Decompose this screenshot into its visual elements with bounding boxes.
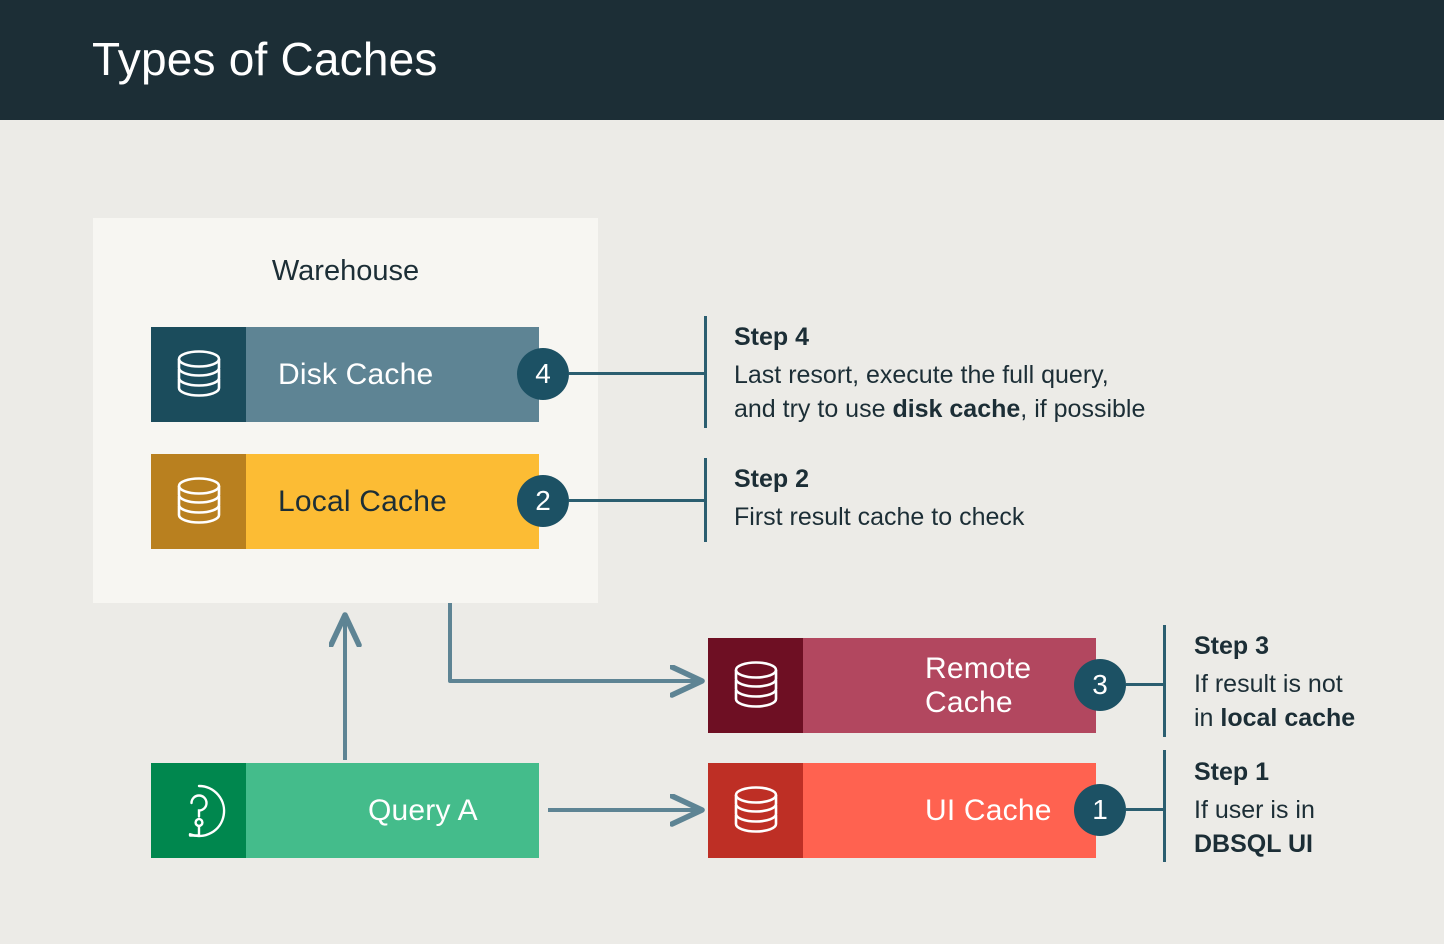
step-line-2-bold: DBSQL UI [1194,830,1313,858]
question-mark-icon [151,763,246,858]
step-heading: Step 4 [734,323,810,351]
step-line-2-prefix: and try to use [734,395,893,423]
step-line-2-bold: disk cache [892,395,1021,423]
step-2-text: Step 2 First result cache to check [734,462,1174,534]
step-heading: Step 3 [1194,632,1270,660]
step-line-2: in local cache [1194,701,1424,735]
node-label: Local Cache [246,454,539,549]
database-icon [708,638,803,733]
node-label: UI Cache [803,763,1096,858]
node-label: Remote Cache [803,638,1096,733]
node-remote-cache[interactable]: Remote Cache [708,638,1096,733]
warehouse-label: Warehouse [271,255,420,287]
step-line-1: Last resort, execute the full query, [734,361,1109,389]
step-1-text: Step 1 If user is in DBSQL UI [1194,755,1424,861]
page-header: Types of Caches [0,0,1444,120]
tick-step-1 [1163,750,1166,862]
connector-step-2 [569,499,705,502]
node-label: Query A [246,763,539,858]
connector-step-1 [1126,808,1164,811]
step-3-text: Step 3 If result is not in local cache [1194,629,1424,735]
diagram-stage: Warehouse Disk Cache 4 Local Cache 2 [0,120,1444,944]
step-4-text: Step 4 Last resort, execute the full que… [734,320,1234,426]
step-heading: Step 2 [734,465,810,493]
step-line-2: and try to use disk cache, if possible [734,392,1234,426]
node-local-cache[interactable]: Local Cache [151,454,539,549]
badge-step-2[interactable]: 2 [517,475,569,527]
node-ui-cache[interactable]: UI Cache [708,763,1096,858]
node-query-a[interactable]: Query A [151,763,539,858]
database-icon [708,763,803,858]
node-disk-cache[interactable]: Disk Cache [151,327,539,422]
step-heading: Step 1 [1194,758,1270,786]
step-line-2-prefix: in [1194,704,1221,732]
step-line-2: DBSQL UI [1194,827,1424,861]
database-icon [151,454,246,549]
tick-step-2 [704,458,707,542]
badge-step-1[interactable]: 1 [1074,784,1126,836]
step-line-1: If user is in [1194,796,1315,824]
connector-step-3 [1126,683,1164,686]
step-line-2-bold: local cache [1220,704,1356,732]
node-label: Disk Cache [246,327,539,422]
connector-step-4 [569,372,705,375]
tick-step-4 [704,316,707,428]
step-line-2-suffix: , if possible [1020,395,1146,423]
tick-step-3 [1163,625,1166,737]
step-line-1: If result is not [1194,670,1343,698]
badge-step-4[interactable]: 4 [517,348,569,400]
badge-step-3[interactable]: 3 [1074,659,1126,711]
step-line-1: First result cache to check [734,503,1025,531]
database-icon [151,327,246,422]
page-title: Types of Caches [92,33,438,85]
